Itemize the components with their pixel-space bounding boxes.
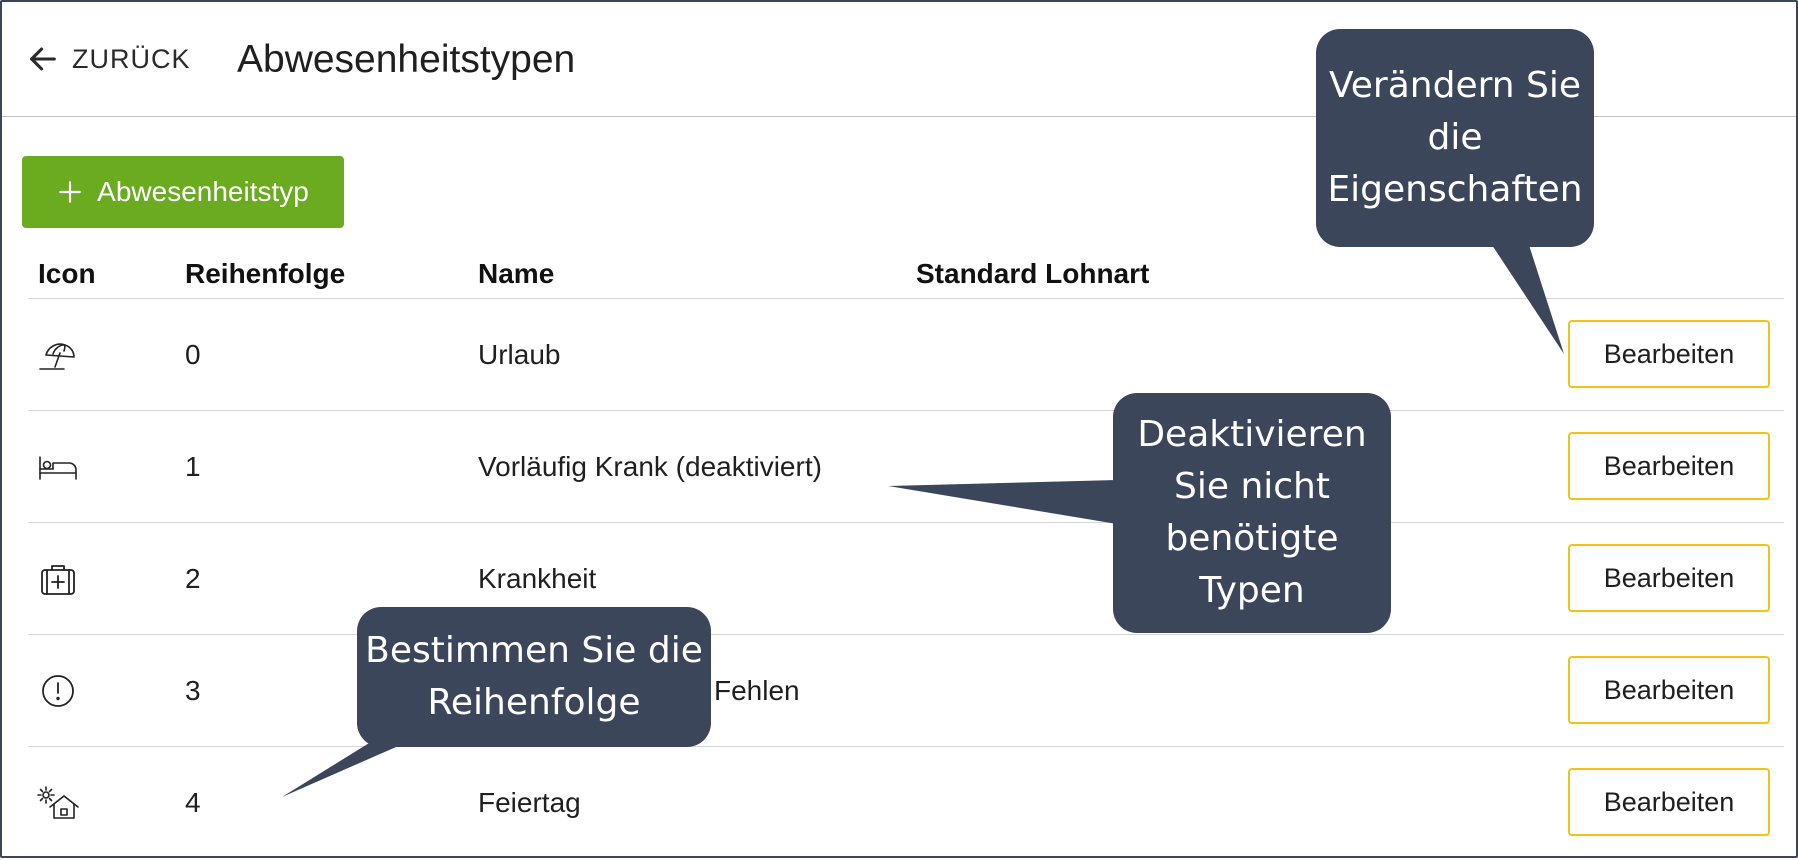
edit-button[interactable]: Bearbeiten: [1568, 656, 1770, 724]
row-icon-cell: [36, 747, 80, 858]
arrow-left-icon: [30, 47, 56, 71]
beach-umbrella-icon: [39, 342, 75, 370]
bed-icon: [39, 455, 77, 480]
column-header-name: Name: [478, 258, 555, 289]
table-row: 2 Krankheit Bearbeiten: [28, 523, 1784, 635]
column-header-lohnart: Standard Lohnart: [916, 258, 1150, 289]
row-order: 0: [185, 338, 201, 370]
row-name: Vorläufig Krank (deaktiviert): [478, 450, 822, 482]
row-name: Urlaub: [478, 338, 561, 370]
add-button-label: Abwesenheitstyp: [97, 176, 309, 207]
callout-order: Bestimmen Sie die Reihenfolge: [357, 607, 711, 747]
edit-button[interactable]: Bearbeiten: [1568, 768, 1770, 836]
edit-button[interactable]: Bearbeiten: [1568, 432, 1770, 500]
row-order: 1: [185, 450, 201, 482]
callout-deactivate: Deaktivieren Sie nicht benötigte Typen: [1113, 393, 1391, 633]
back-label: ZURÜCK: [72, 43, 191, 74]
row-icon-cell: [36, 523, 80, 634]
plus-icon: [59, 181, 81, 203]
row-order: 4: [185, 786, 201, 818]
table-row: 1 Vorläufig Krank (deaktiviert) Bearbeit…: [28, 411, 1784, 523]
column-header-order: Reihenfolge: [185, 258, 346, 289]
row-name-text: Fehlen: [714, 674, 800, 706]
row-icon-cell: [36, 635, 80, 746]
row-order: 2: [185, 562, 201, 594]
page-header: ZURÜCK Abwesenheitstypen: [2, 2, 1796, 117]
row-name: Krankheit: [478, 562, 597, 594]
table-row: 0 Urlaub Bearbeiten: [28, 299, 1784, 411]
edit-button[interactable]: Bearbeiten: [1568, 320, 1770, 388]
row-name: Feiertag: [478, 786, 581, 818]
page-title: Abwesenheitstypen: [237, 38, 576, 81]
back-button[interactable]: ZURÜCK: [26, 42, 191, 76]
medical-kit-icon: [41, 564, 75, 595]
row-order: 3: [185, 674, 201, 706]
row-icon-cell: [36, 411, 80, 522]
edit-button[interactable]: Bearbeiten: [1568, 544, 1770, 612]
column-header-icon: Icon: [38, 258, 96, 289]
row-icon-cell: [36, 299, 80, 410]
callout-edit: Verändern Sie die Eigenschaften: [1316, 29, 1594, 247]
house-sun-icon: [37, 785, 79, 819]
table-header: Icon Reihenfolge Name Standard Lohnart: [28, 252, 1784, 299]
table-row: 3 Fehlen Bearbeiten: [28, 635, 1784, 747]
add-absence-type-button[interactable]: Abwesenheitstyp: [22, 156, 344, 228]
exclamation-circle-icon: [42, 674, 74, 707]
row-name: Fehlen: [478, 635, 800, 746]
table-row: 4 Feiertag Bearbeiten: [28, 747, 1784, 858]
